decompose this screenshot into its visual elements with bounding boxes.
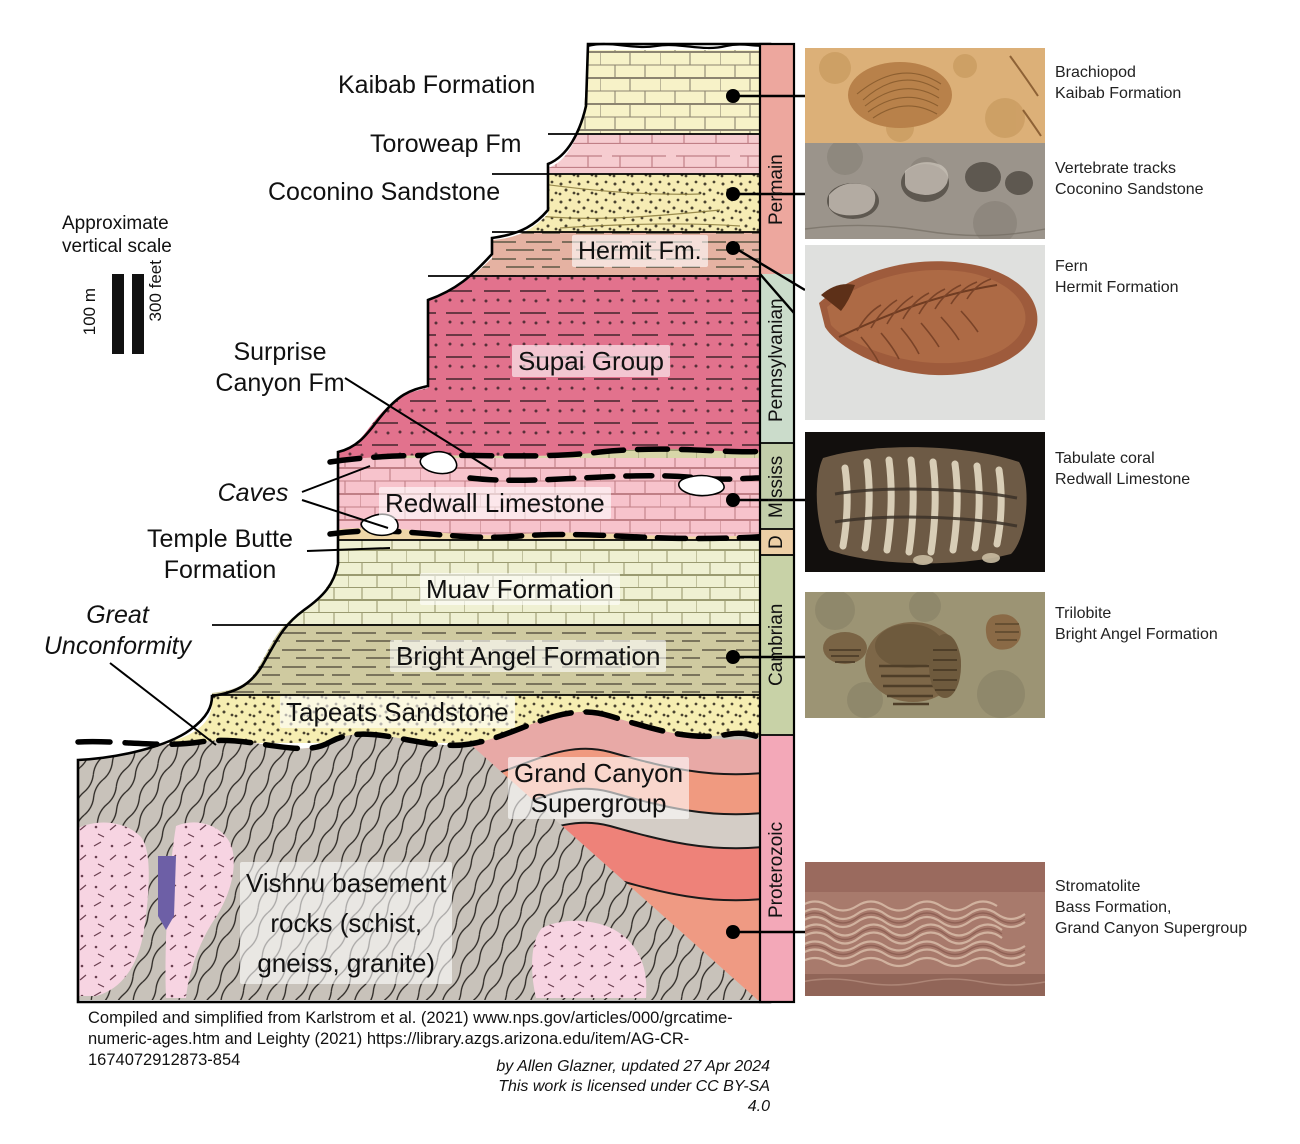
footer-credit: by Allen Glazner, updated 27 Apr 2024 Th… [480, 1057, 770, 1117]
photo-stromatolite [805, 862, 1045, 996]
unit-label-tapeats: Tapeats Sandstone [280, 696, 515, 728]
caption-fern: Fern Hermit Formation [1055, 258, 1179, 296]
annotation-leader-lines [109, 377, 493, 746]
unit-label-redwall: Redwall Limestone [379, 487, 611, 519]
scale-bar-bars: 100 m 300 feet [80, 260, 262, 358]
footer-credit-author: by Allen Glazner, updated 27 Apr 2024 [496, 1058, 770, 1075]
scale-bar-imperial-bar [132, 274, 144, 354]
unconformity-surprise-lower [467, 472, 773, 484]
scale-bar-caption-line2: vertical scale [62, 236, 172, 257]
caption-tabulate-coral: Tabulate coral Redwall Limestone [1055, 450, 1191, 488]
photo-tabulate-coral [805, 432, 1045, 572]
column-outline [76, 42, 772, 1004]
period-permian-band [760, 44, 794, 313]
period-label-devonian: D [766, 535, 787, 549]
unit-label-muav: Muav Formation [420, 573, 620, 605]
dike-wedge [158, 856, 176, 930]
unconformity-lines [75, 446, 773, 752]
period-label-cambrian: Cambrian [766, 603, 787, 687]
annotation-temple-butte: Temple Butte Formation [147, 525, 293, 584]
caption-brachiopod: Brachiopod Kaibab Formation [1055, 64, 1182, 102]
unit-label-coconino: Coconino Sandstone [268, 178, 501, 206]
period-label-proterozoic: Proterozoic [766, 821, 787, 919]
scale-bar-caption-line1: Approximate [62, 213, 169, 234]
caption-stromatolite: Stromatolite Bass Formation, Grand Canyo… [1055, 878, 1248, 937]
photo-leader-lines [734, 94, 806, 934]
photo-leader-dots [726, 89, 740, 939]
unconformity-supai [327, 446, 773, 465]
annotation-surprise-canyon: Surprise Canyon Fm [215, 338, 345, 397]
unit-label-vishnu-basement: Vishnu basement rocks (schist, gneiss, g… [240, 862, 453, 984]
kaibab-top-edge [587, 42, 771, 50]
period-label-permian: Permain [766, 154, 787, 226]
caption-vertebrate-tracks: Vertebrate tracks Coconino Sandstone [1055, 160, 1204, 198]
great-unconformity-line [75, 709, 773, 752]
scale-bar: Approximate vertical scale 100 m 300 fee… [62, 212, 262, 358]
footer-source-text: Compiled and simplified from Karlstrom e… [88, 1009, 733, 1069]
unit-label-supai: Supai Group [512, 345, 670, 377]
unit-label-hermit: Hermit Fm. [572, 235, 708, 267]
period-label-pennsylvanian: Pennsylvanian [766, 298, 787, 422]
photo-brachiopod [805, 48, 1045, 143]
period-pennsylvanian-band [760, 274, 794, 443]
photo-fern [805, 245, 1045, 420]
unit-label-toroweap: Toroweap Fm [370, 130, 522, 158]
photo-vertebrate-tracks [805, 143, 1045, 239]
unit-label-kaibab: Kaibab Formation [338, 71, 536, 99]
period-label-mississippian: Mississ [766, 455, 787, 519]
caption-trilobite: Trilobite Bright Angel Formation [1055, 605, 1218, 643]
annotation-great-unconformity: Great Unconformity [43, 601, 192, 660]
period-cambrian-band [760, 555, 794, 735]
unit-boundaries [212, 133, 770, 696]
granite-bodies [78, 822, 647, 998]
period-proterozoic-band [760, 735, 794, 1002]
period-column [758, 42, 796, 1004]
period-devonian-band [760, 529, 794, 555]
unit-label-bright-angel: Bright Angel Formation [390, 640, 667, 672]
footer-credit-license: This work is licensed under CC BY-SA 4.0 [498, 1078, 770, 1115]
annotation-caves: Caves [217, 479, 289, 507]
period-mississippian-band [760, 443, 794, 529]
photo-trilobite [805, 592, 1045, 718]
permian-penn-contact [759, 273, 795, 314]
scale-bar-metric-bar [112, 274, 124, 354]
unit-label-grand-canyon-supergroup: Grand Canyon Supergroup [508, 757, 690, 819]
